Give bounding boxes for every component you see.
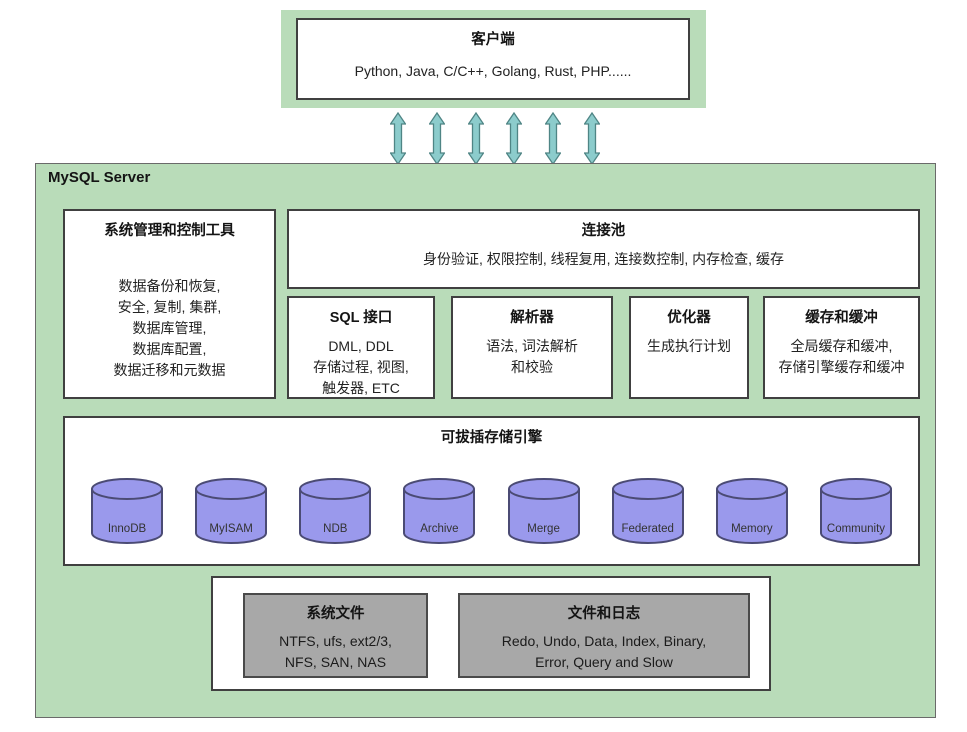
engine-label: Memory [731,523,773,535]
sql-interface-box: SQL 接口 DML, DDL 存储过程, 视图, 触发器, ETC [287,296,435,399]
engine-label: Federated [621,523,674,535]
database-cylinder-icon [195,478,268,544]
storage-engine-cylinder: NDB [298,478,372,544]
database-cylinder-icon [715,478,788,544]
double-arrow-icon [583,112,600,165]
parser-box: 解析器 语法, 词法解析 和校验 [451,296,613,399]
client-server-connection-arrows [390,112,600,165]
parser-title: 解析器 [510,310,554,326]
engine-label: Merge [527,523,560,535]
optimizer-body: 生成执行计划 [647,338,731,354]
storage-engines-row: InnoDB MyISAM NDB Archive Merge [90,478,893,544]
mysql-server-panel: MySQL Server 系统管理和控制工具 数据备份和恢复, 安全, 复制, … [35,163,936,718]
storage-engine-cylinder: Merge [507,478,581,544]
database-cylinder-icon [819,478,892,544]
double-arrow-icon [467,112,484,165]
sql-interface-body: DML, DDL 存储过程, 视图, 触发器, ETC [313,338,409,396]
storage-engines-title: 可拔插存储引擎 [440,430,543,446]
optimizer-box: 优化器 生成执行计划 [629,296,749,399]
client-title: 客户端 [471,32,515,48]
database-cylinder-icon [299,478,372,544]
system-files-body: NTFS, ufs, ext2/3, NFS, SAN, NAS [279,633,392,670]
storage-engine-cylinder: InnoDB [90,478,164,544]
system-files-box: 系统文件 NTFS, ufs, ext2/3, NFS, SAN, NAS [243,593,428,678]
mysql-server-label: MySQL Server [48,169,151,186]
connection-pool-box: 连接池 身份验证, 权限控制, 线程复用, 连接数控制, 内存检查, 缓存 [287,209,920,289]
storage-engine-cylinder: Community [819,478,893,544]
database-cylinder-icon [403,478,476,544]
connection-pool-body: 身份验证, 权限控制, 线程复用, 连接数控制, 内存检查, 缓存 [423,251,784,267]
storage-engine-cylinder: Federated [611,478,685,544]
client-languages: Python, Java, C/C++, Golang, Rust, PHP..… [354,63,632,79]
engine-label: InnoDB [107,523,147,535]
storage-engine-cylinder: MyISAM [194,478,268,544]
admin-tools-title: 系统管理和控制工具 [104,223,235,239]
storage-engines-box: 可拔插存储引擎 InnoDB MyISAM NDB Archive [63,416,920,566]
storage-engine-cylinder: Archive [402,478,476,544]
double-arrow-icon [390,112,406,165]
engine-label: Community [826,523,886,535]
double-arrow-icon [506,112,523,165]
cache-buffer-box: 缓存和缓冲 全局缓存和缓冲, 存储引擎缓存和缓冲 [763,296,920,399]
files-and-logs-title: 文件和日志 [567,606,641,622]
engine-label: MyISAM [209,523,253,535]
database-cylinder-icon [611,478,684,544]
cache-buffer-title: 缓存和缓冲 [805,310,878,326]
optimizer-title: 优化器 [667,310,711,326]
system-files-title: 系统文件 [306,606,365,622]
cache-buffer-body: 全局缓存和缓冲, 存储引擎缓存和缓冲 [778,338,905,375]
double-arrow-icon [545,112,562,165]
files-container-box: 系统文件 NTFS, ufs, ext2/3, NFS, SAN, NAS 文件… [211,576,771,691]
engine-label: Archive [420,523,459,535]
database-cylinder-icon [91,478,163,544]
admin-tools-box: 系统管理和控制工具 数据备份和恢复, 安全, 复制, 集群, 数据库管理, 数据… [63,209,276,399]
parser-body: 语法, 词法解析 和校验 [486,338,578,375]
admin-tools-body: 数据备份和恢复, 安全, 复制, 集群, 数据库管理, 数据库配置, 数据迁移和… [113,278,226,378]
files-and-logs-body: Redo, Undo, Data, Index, Binary, Error, … [501,633,707,670]
database-cylinder-icon [507,478,580,544]
files-and-logs-box: 文件和日志 Redo, Undo, Data, Index, Binary, E… [458,593,750,678]
connection-pool-title: 连接池 [581,223,626,239]
engine-label: NDB [323,523,348,535]
double-arrow-icon [428,112,445,165]
client-panel: 客户端 Python, Java, C/C++, Golang, Rust, P… [281,10,706,108]
sql-interface-title: SQL 接口 [329,310,393,326]
storage-engine-cylinder: Memory [715,478,789,544]
client-box: 客户端 Python, Java, C/C++, Golang, Rust, P… [296,18,690,100]
